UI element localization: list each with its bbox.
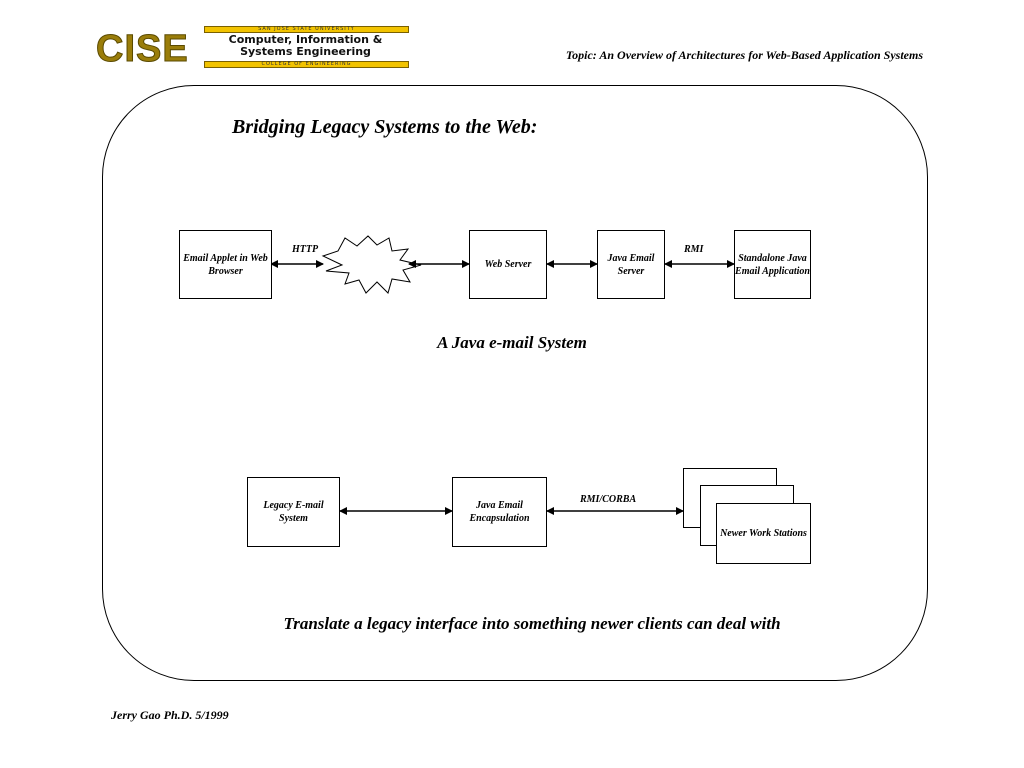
standalone-app-box: Standalone Java Email Application [734, 230, 811, 299]
java-encapsulation-box: Java Email Encapsulation [452, 477, 547, 547]
topic-header: Topic: An Overview of Architectures for … [565, 48, 923, 62]
internet-cloud-shape [321, 235, 422, 294]
rmi-label: RMI [684, 244, 704, 255]
diagram1-caption: A Java e-mail System [437, 333, 587, 352]
rmi-corba-label: RMI/CORBA [580, 494, 637, 505]
slide-frame [102, 85, 928, 681]
logo-university: SAN JOSE STATE UNIVERSITY [258, 26, 355, 32]
http-label: HTTP [292, 244, 319, 255]
logo-top-bar: SAN JOSE STATE UNIVERSITY [204, 26, 409, 33]
email-applet-box: Email Applet in Web Browser [179, 230, 272, 299]
cise-logo: CISE SAN JOSE STATE UNIVERSITY Computer,… [96, 26, 409, 71]
logo-department-line1: Computer, Information & [228, 33, 383, 46]
logo-letters: CISE [96, 28, 189, 71]
footer-author: Jerry Gao Ph.D. 5/1999 [111, 708, 229, 722]
slide-title: Bridging Legacy Systems to the Web: [232, 116, 538, 138]
logo-department-line2: Systems Engineering [240, 45, 371, 58]
web-server-box: Web Server [469, 230, 547, 299]
java-email-server-box: Java Email Server [597, 230, 665, 299]
logo-bottom-bar: COLLEGE OF ENGINEERING [204, 61, 409, 68]
diagram2-caption: Translate a legacy interface into someth… [283, 614, 781, 633]
logo-college: COLLEGE OF ENGINEERING [261, 61, 352, 67]
newer-workstations-box: Newer Work Stations [716, 503, 811, 564]
legacy-email-box: Legacy E-mail System [247, 477, 340, 547]
